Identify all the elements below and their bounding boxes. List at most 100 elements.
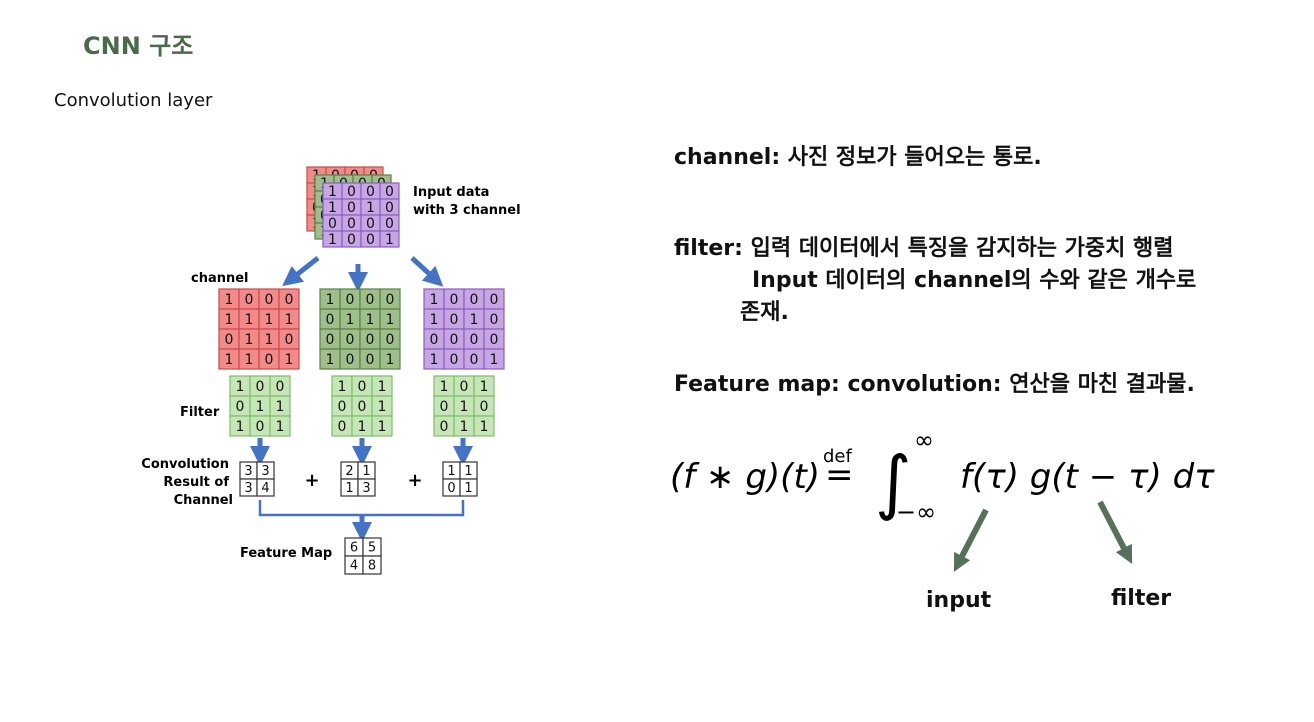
channel-2-cell-value: 0 <box>326 312 335 328</box>
filter-3-cell-value: 1 <box>480 379 489 395</box>
result-3-cell-value: 0 <box>447 481 455 496</box>
result-2-cell-value: 1 <box>362 464 370 479</box>
note-filter-line-3: 존재. <box>740 300 789 325</box>
filter-1-cell-value: 1 <box>276 419 285 435</box>
filter-2-cell-value: 1 <box>378 379 387 395</box>
result-2-cell <box>357 478 376 497</box>
conv-result-label: Result of <box>163 475 229 490</box>
channel-3-cell-value: 0 <box>430 332 439 348</box>
feature-map-cell-value: 6 <box>350 541 358 556</box>
plus-sign: + <box>304 470 319 491</box>
filter-1-cell-value: 1 <box>236 419 245 435</box>
filter-1-cell-value: 0 <box>276 379 285 395</box>
input-data-label: Input data <box>413 185 489 200</box>
note-channel: channel: 사진 정보가 들어오는 통로. <box>674 145 1042 170</box>
result-1-cell-value: 3 <box>244 481 252 496</box>
channel-1-cell-value: 0 <box>285 292 294 308</box>
note-filter-line-2: Input 데이터의 channel의 수와 같은 개수로 <box>752 268 1197 293</box>
result-2-cell-value: 3 <box>362 481 370 496</box>
channel-3-cell-value: 0 <box>450 332 459 348</box>
filter-3-cell-value: 1 <box>440 379 449 395</box>
formula-input-label: input <box>926 588 992 613</box>
channel-1-cell-value: 1 <box>245 352 254 368</box>
channel-2-cell-value: 0 <box>326 332 335 348</box>
filter-3-cell-value: 0 <box>460 379 469 395</box>
result-2-cell-value: 2 <box>345 464 353 479</box>
channel-1-cell-value: 1 <box>265 332 274 348</box>
filter-2-cell-value: 1 <box>378 419 387 435</box>
channel-3-cell-value: 0 <box>450 312 459 328</box>
filter-2-cell-value: 1 <box>338 379 347 395</box>
channel-1-cell-value: 0 <box>265 352 274 368</box>
channel-3-cell-value: 1 <box>430 312 439 328</box>
channel-1-cell-value: 1 <box>285 352 294 368</box>
formula-def-sign: = <box>825 455 854 495</box>
filter-1-cell-value: 0 <box>236 399 245 415</box>
channel-1-cell-value: 1 <box>245 332 254 348</box>
arrow-to-channel-1 <box>282 256 320 287</box>
merge-bracket <box>258 500 465 517</box>
channel-2-cell-value: 1 <box>326 292 335 308</box>
input-layer-3-cell-value: 0 <box>366 232 375 248</box>
note-filter-line-1: filter: 입력 데이터에서 특징을 감지하는 가중치 행렬 <box>674 236 1174 261</box>
result-3-cell-value: 1 <box>464 481 472 496</box>
channel-1-cell-value: 1 <box>225 312 234 328</box>
result-3-cell-value: 1 <box>464 464 472 479</box>
plus-sign: + <box>407 470 422 491</box>
filter-2-cell-value: 0 <box>358 399 367 415</box>
filter-label: Filter <box>180 405 220 420</box>
feature-map-cell <box>362 555 382 575</box>
filter-2-cell-value: 0 <box>358 379 367 395</box>
filter-3-cell-value: 1 <box>460 399 469 415</box>
result-3-cell-value: 1 <box>447 464 455 479</box>
channel-1-cell-value: 0 <box>245 292 254 308</box>
input-layer-3-cell-value: 0 <box>366 216 375 232</box>
filter-1-cell-value: 1 <box>256 399 265 415</box>
input-layer-3-cell-value: 1 <box>366 200 375 216</box>
channel-1-cell-value: 1 <box>265 312 274 328</box>
conv-result-label: Convolution <box>141 457 229 472</box>
channel-1-cell-value: 1 <box>225 292 234 308</box>
section-subtitle: Convolution layer <box>54 90 213 111</box>
feature-map-cell-value: 5 <box>368 541 376 556</box>
feature-map-label: Feature Map <box>240 546 332 561</box>
channel-2-cell-value: 1 <box>326 352 335 368</box>
channel-3-cell-value: 0 <box>470 332 479 348</box>
conv-result-label: Channel <box>174 493 233 508</box>
channel-3-cell <box>483 348 505 370</box>
channel-3-cell-value: 1 <box>490 352 499 368</box>
input-layer-3-cell-value: 1 <box>328 200 337 216</box>
channel-2-cell-value: 0 <box>366 332 375 348</box>
channel-label: channel <box>191 271 249 286</box>
input-layer-3-cell-value: 0 <box>366 184 375 200</box>
filter-1-cell-value: 1 <box>236 379 245 395</box>
channel-2-cell-value: 0 <box>366 352 375 368</box>
filter-3-cell-value: 1 <box>460 419 469 435</box>
channel-1-cell-value: 1 <box>245 312 254 328</box>
feature-map-cell-value: 4 <box>350 559 358 574</box>
channel-2-cell-value: 1 <box>346 312 355 328</box>
channel-2-cell-value: 1 <box>386 352 395 368</box>
filter-2-cell-value: 1 <box>378 399 387 415</box>
channel-3-cell-value: 0 <box>470 352 479 368</box>
formula-integral: ∫ <box>875 441 911 523</box>
result-1-cell-value: 3 <box>261 464 269 479</box>
formula-lower-limit: −∞ <box>896 498 936 526</box>
filter-3-cell-value: 0 <box>440 399 449 415</box>
filter-1-cell-value: 0 <box>256 419 265 435</box>
filter-1-cell-value: 0 <box>256 379 265 395</box>
channel-3-cell-value: 0 <box>470 292 479 308</box>
input-layer-3-cell-value: 0 <box>385 200 394 216</box>
filter-1-cell-value: 1 <box>276 399 285 415</box>
filter-3-cell-value: 1 <box>480 419 489 435</box>
channel-3-cell-value: 0 <box>490 332 499 348</box>
result-1-cell-value: 3 <box>244 464 252 479</box>
channel-2-cell-value: 0 <box>346 352 355 368</box>
channel-3-cell-value: 0 <box>490 292 499 308</box>
filter-2-cell <box>371 415 393 437</box>
input-layer-3-cell-value: 0 <box>385 184 394 200</box>
cnn-diagram: 1000111101101101100001110000100110001010… <box>141 166 521 575</box>
input-layer-3-cell <box>379 230 400 248</box>
channel-2-cell-value: 1 <box>366 312 375 328</box>
channel-1-cell-value: 1 <box>285 312 294 328</box>
